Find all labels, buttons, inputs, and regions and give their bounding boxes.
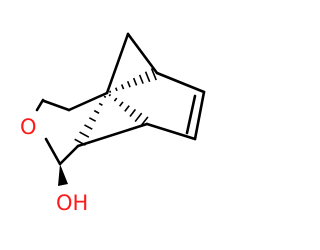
hashed-wedge-ring-junction-hash bbox=[88, 117, 97, 122]
bond-bridge-left bbox=[105, 32, 130, 95]
hashed-wedge-bridgehead-bottom-hash bbox=[108, 93, 112, 97]
bond-alkene-outer bbox=[193, 90, 206, 141]
hashed-wedge-bridgehead-bottom bbox=[108, 93, 149, 128]
hashed-wedge-bridgehead-top-hash bbox=[132, 77, 138, 86]
hashed-wedge-bridgehead-bottom-hash bbox=[118, 101, 124, 107]
bond-oxygen-to-acetal bbox=[44, 137, 62, 166]
hashed-wedge-bridgehead-bottom-hash bbox=[134, 112, 143, 123]
bond-acetal-to-junction bbox=[58, 144, 80, 166]
hashed-wedge-bridgehead-bottom-hash bbox=[129, 108, 137, 117]
solid-wedge-hydroxyl bbox=[58, 164, 68, 186]
hashed-wedge-ring-junction-hash bbox=[93, 109, 100, 114]
hashed-wedge-bridgehead-top-hash bbox=[114, 87, 118, 92]
hashed-wedge-bridgehead-bottom-hash bbox=[113, 97, 118, 102]
hashed-wedge-bridgehead-top-hash bbox=[120, 84, 125, 90]
bond-bridge-right bbox=[126, 32, 159, 75]
hashed-wedge-ring-junction-hash bbox=[98, 102, 103, 106]
hashed-wedge-ring-junction bbox=[74, 95, 107, 146]
hashed-wedge-bridgehead-top bbox=[109, 68, 157, 93]
hashed-wedge-ring-junction-hash bbox=[84, 124, 93, 130]
hashed-wedge-bridgehead-bottom-hash bbox=[139, 116, 149, 128]
hashed-wedge-ring-junction-hash bbox=[74, 138, 86, 146]
hashed-wedge-bridgehead-top-hash bbox=[126, 80, 131, 88]
molecule-structure: O OH bbox=[20, 32, 206, 215]
hashed-wedge-bridgehead-top-hash bbox=[150, 68, 157, 81]
hashed-wedge-ring-junction-hash bbox=[79, 131, 90, 138]
hashed-wedge-bridgehead-top-hash bbox=[109, 90, 112, 93]
hydroxyl-label: OH bbox=[56, 191, 88, 215]
bond-alkene-inner bbox=[185, 94, 197, 135]
hashed-wedge-ring-junction-hash bbox=[103, 95, 107, 98]
bond-bridgehead-top-to-ring bbox=[67, 91, 109, 112]
hashed-wedge-bridgehead-bottom-hash bbox=[124, 105, 130, 112]
bond-alkene-to-bridgehead-bottom bbox=[145, 122, 197, 141]
ring-oxygen-label: O bbox=[20, 115, 37, 139]
bond-bridgehead-top-to-alkene bbox=[155, 71, 206, 94]
hashed-wedge-bridgehead-top-hash bbox=[144, 71, 151, 83]
bond-ch2-to-oxygen bbox=[35, 98, 45, 112]
bond-cage-lower bbox=[76, 122, 149, 148]
bond-ch2-to-junction bbox=[42, 99, 71, 112]
hashed-wedge-bridgehead-top-hash bbox=[138, 74, 144, 84]
